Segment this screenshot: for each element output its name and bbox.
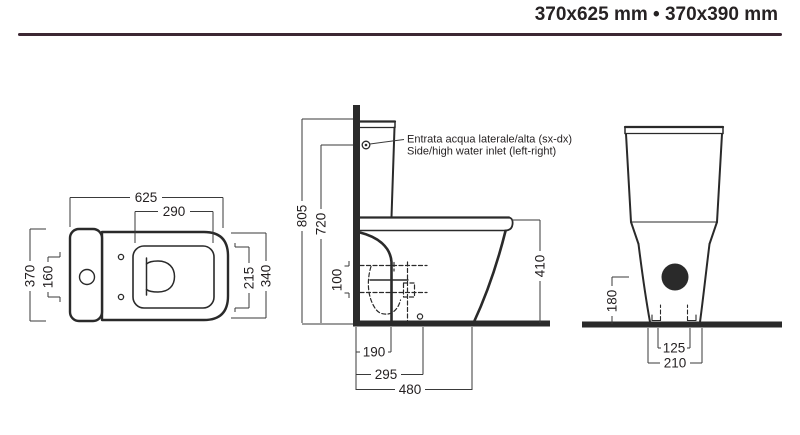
dim-label-100: 100 bbox=[330, 265, 345, 295]
svg-text:290: 290 bbox=[163, 204, 186, 219]
svg-text:210: 210 bbox=[664, 356, 687, 371]
svg-text:370: 370 bbox=[23, 265, 38, 288]
trap-curve2-dashed bbox=[387, 299, 402, 315]
shoulder-edge-left bbox=[630, 221, 640, 245]
dim-label-290: 290 bbox=[158, 204, 190, 219]
dim-label-805: 805 bbox=[295, 201, 310, 231]
shoulder-edge-right bbox=[708, 221, 718, 245]
svg-text:295: 295 bbox=[375, 367, 398, 382]
water-inlet-dot bbox=[364, 143, 368, 147]
dim-label-340: 340 bbox=[259, 261, 274, 291]
outlet-hole bbox=[661, 263, 689, 291]
seat-lip bbox=[504, 216, 514, 232]
bowl-shape bbox=[145, 260, 176, 293]
svg-text:100: 100 bbox=[330, 269, 345, 292]
pedestal-edge-left bbox=[637, 243, 651, 323]
svg-text:215: 215 bbox=[242, 267, 257, 290]
pedestal-back-profile bbox=[358, 231, 393, 324]
dim-label-125: 125 bbox=[661, 341, 687, 356]
svg-text:410: 410 bbox=[533, 255, 548, 278]
floor-extension-lines bbox=[355, 327, 473, 390]
hinge-hole-top bbox=[117, 253, 125, 261]
pedestal-edge-right bbox=[699, 243, 711, 323]
annotation-leader-line bbox=[369, 139, 405, 145]
side-view: Entrata acqua laterale/alta (sx-dx) Side… bbox=[295, 105, 572, 397]
cistern-front-edge bbox=[390, 126, 396, 218]
bowl-front-profile bbox=[472, 229, 507, 325]
svg-text:720: 720 bbox=[314, 213, 329, 236]
fixing-bracket-right bbox=[686, 314, 697, 322]
svg-text:340: 340 bbox=[259, 265, 274, 288]
annotation-line1: Entrata acqua laterale/alta (sx-dx) bbox=[407, 134, 572, 146]
svg-text:625: 625 bbox=[135, 190, 158, 205]
header-rule bbox=[18, 33, 782, 36]
svg-text:805: 805 bbox=[295, 205, 310, 228]
svg-text:125: 125 bbox=[663, 341, 686, 356]
page-title: 370x625 mm • 370x390 mm bbox=[534, 4, 778, 25]
rear-view: 180 125 210 bbox=[582, 125, 782, 371]
flush-button bbox=[78, 268, 96, 286]
dim-label-410: 410 bbox=[533, 251, 548, 281]
fixing-bracket-left bbox=[651, 314, 662, 322]
dim-label-370: 370 bbox=[23, 261, 38, 291]
annotation-line2: Side/high water inlet (left-right) bbox=[407, 146, 556, 158]
top-view: 625 290 370 160 215 bbox=[23, 190, 274, 323]
dim-label-720: 720 bbox=[314, 209, 329, 239]
dim-label-190: 190 bbox=[360, 345, 388, 360]
seat-opening bbox=[132, 245, 215, 309]
svg-text:480: 480 bbox=[399, 382, 422, 397]
cistern-side-right bbox=[716, 133, 723, 223]
dim-label-215: 215 bbox=[242, 263, 257, 293]
svg-text:160: 160 bbox=[41, 266, 56, 289]
cistern-side-left bbox=[625, 133, 632, 223]
dim-label-180: 180 bbox=[605, 286, 620, 316]
cistern-lid-edges-rear bbox=[624, 126, 724, 135]
dim-label-625: 625 bbox=[130, 190, 162, 205]
trap-curve-dashed bbox=[367, 265, 389, 315]
dim-label-295: 295 bbox=[371, 367, 401, 382]
dim-label-160: 160 bbox=[41, 262, 56, 292]
dim-label-480: 480 bbox=[395, 382, 425, 397]
svg-text:180: 180 bbox=[605, 290, 620, 313]
dim-label-210: 210 bbox=[660, 356, 690, 371]
fixing-hole-side bbox=[416, 313, 424, 320]
svg-text:190: 190 bbox=[363, 345, 386, 360]
outlet-socket-dashed bbox=[402, 282, 416, 298]
hinge-hole-bottom bbox=[117, 293, 125, 301]
